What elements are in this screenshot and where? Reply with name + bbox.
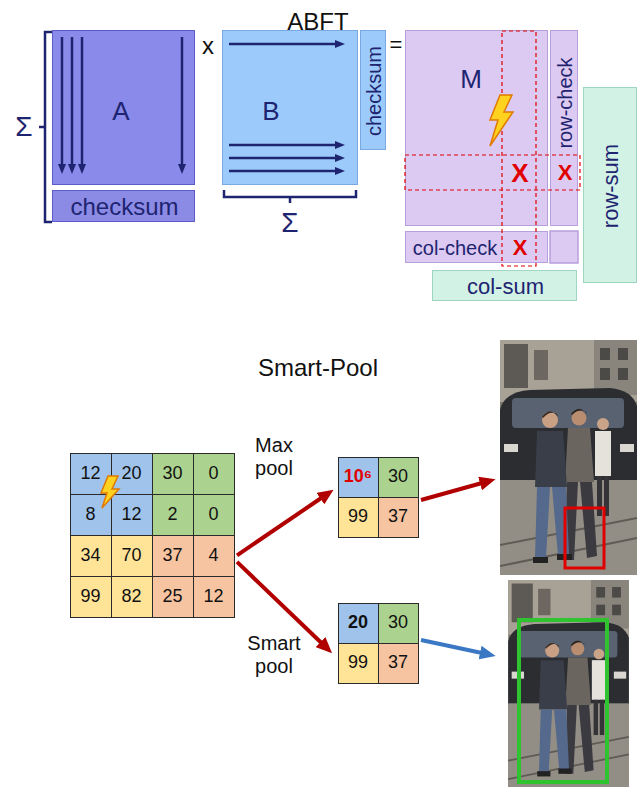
- matrix-box: A: [52, 30, 195, 185]
- result-arrow: [421, 483, 482, 500]
- operator-symbol: =: [390, 33, 403, 57]
- operator-symbol: x: [202, 33, 214, 59]
- section-title: ABFT: [287, 9, 348, 35]
- section-title: Smart-Pool: [258, 355, 378, 381]
- pooling-arrow: [237, 562, 322, 644]
- sum-symbol: Σ: [281, 208, 298, 239]
- fault-lightning: [490, 95, 513, 146]
- cell-value: 37: [388, 507, 408, 527]
- cell-value: 25: [162, 587, 182, 607]
- cell-value: 0: [208, 464, 218, 484]
- max-pool-output: 10⁶ 30 99 37: [338, 457, 419, 538]
- col-check-row: col-check X: [405, 231, 548, 263]
- box-label: checksum: [70, 194, 178, 220]
- row-sum-arrow: [229, 157, 337, 160]
- cell-value: 30: [162, 464, 182, 484]
- row-sum-arrow: [229, 170, 337, 173]
- pedestrian-photo: [508, 580, 629, 787]
- cell-value: 8: [85, 505, 95, 525]
- fault-lightning: [101, 476, 119, 508]
- smart-pool-output: 20 30 99 37: [338, 603, 419, 684]
- matrix-box: B: [222, 30, 358, 185]
- result-matrix: MX: [405, 30, 548, 226]
- row-sum-arrow: [229, 144, 337, 147]
- cell-value: 70: [121, 546, 141, 566]
- column-sum-arrow: [181, 37, 184, 166]
- column-sum-arrow: [61, 37, 64, 166]
- sum-bracket: [224, 190, 356, 203]
- column-sum-arrow: [71, 37, 74, 166]
- cell-value: 12: [203, 587, 223, 607]
- cell-value: 30: [388, 467, 408, 487]
- box-label: M: [460, 65, 482, 94]
- column-sum-arrow: [81, 37, 84, 166]
- sum-direction-arrows: [62, 37, 337, 171]
- wrong-detection-box: [565, 508, 604, 568]
- cell-value: 37: [162, 546, 182, 566]
- result-arrow: [421, 640, 482, 653]
- pedestrian-photo: [500, 340, 637, 575]
- pooling-arrow: [237, 498, 322, 556]
- checksum-column: checksum: [360, 30, 386, 150]
- corner-check-box: [550, 231, 578, 263]
- cell-value: 99: [80, 587, 100, 607]
- feature-map-grid: 122030081220347037499822512: [70, 453, 235, 618]
- cell-value: 10⁶: [344, 467, 372, 487]
- error-column-highlight: [502, 31, 536, 266]
- box-label: B: [262, 97, 279, 126]
- edge-label: Smart pool: [244, 632, 304, 678]
- error-mark: X: [558, 161, 573, 185]
- col-sum-row: col-sum: [432, 270, 577, 301]
- sum-bracket: [39, 32, 52, 222]
- cell-value: 2: [167, 505, 177, 525]
- cell-value: 12: [80, 464, 100, 484]
- cell-value: 37: [388, 653, 408, 673]
- cell-value: 82: [121, 587, 141, 607]
- box-label: row-check: [554, 57, 576, 148]
- row-sum-column: row-sum: [583, 87, 637, 283]
- box-label: A: [112, 97, 129, 126]
- error-row-highlight: [405, 155, 580, 190]
- cell-value: 99: [348, 653, 368, 673]
- cell-value: 99: [348, 507, 368, 527]
- sum-symbol: Σ: [15, 112, 32, 143]
- correct-detection-box: [519, 620, 607, 782]
- cell-value: 20: [121, 464, 141, 484]
- cell-value: 20: [348, 613, 368, 633]
- cell-value: 30: [388, 613, 408, 633]
- edge-label: Max pool: [246, 434, 302, 480]
- box-label: col-sum: [467, 274, 544, 298]
- box-label: checksum: [363, 46, 385, 136]
- box-label: col-check: [413, 237, 497, 259]
- row-sum-arrow: [229, 43, 337, 46]
- checksum-row: checksum: [52, 190, 195, 222]
- error-mark: X: [513, 236, 528, 260]
- cell-value: 12: [121, 505, 141, 525]
- error-mark: X: [511, 159, 528, 188]
- row-check-column: row-checkX: [550, 30, 578, 226]
- cell-value: 34: [80, 546, 100, 566]
- cell-value: 4: [208, 546, 218, 566]
- cell-value: 0: [208, 505, 218, 525]
- box-label: row-sum: [599, 144, 623, 228]
